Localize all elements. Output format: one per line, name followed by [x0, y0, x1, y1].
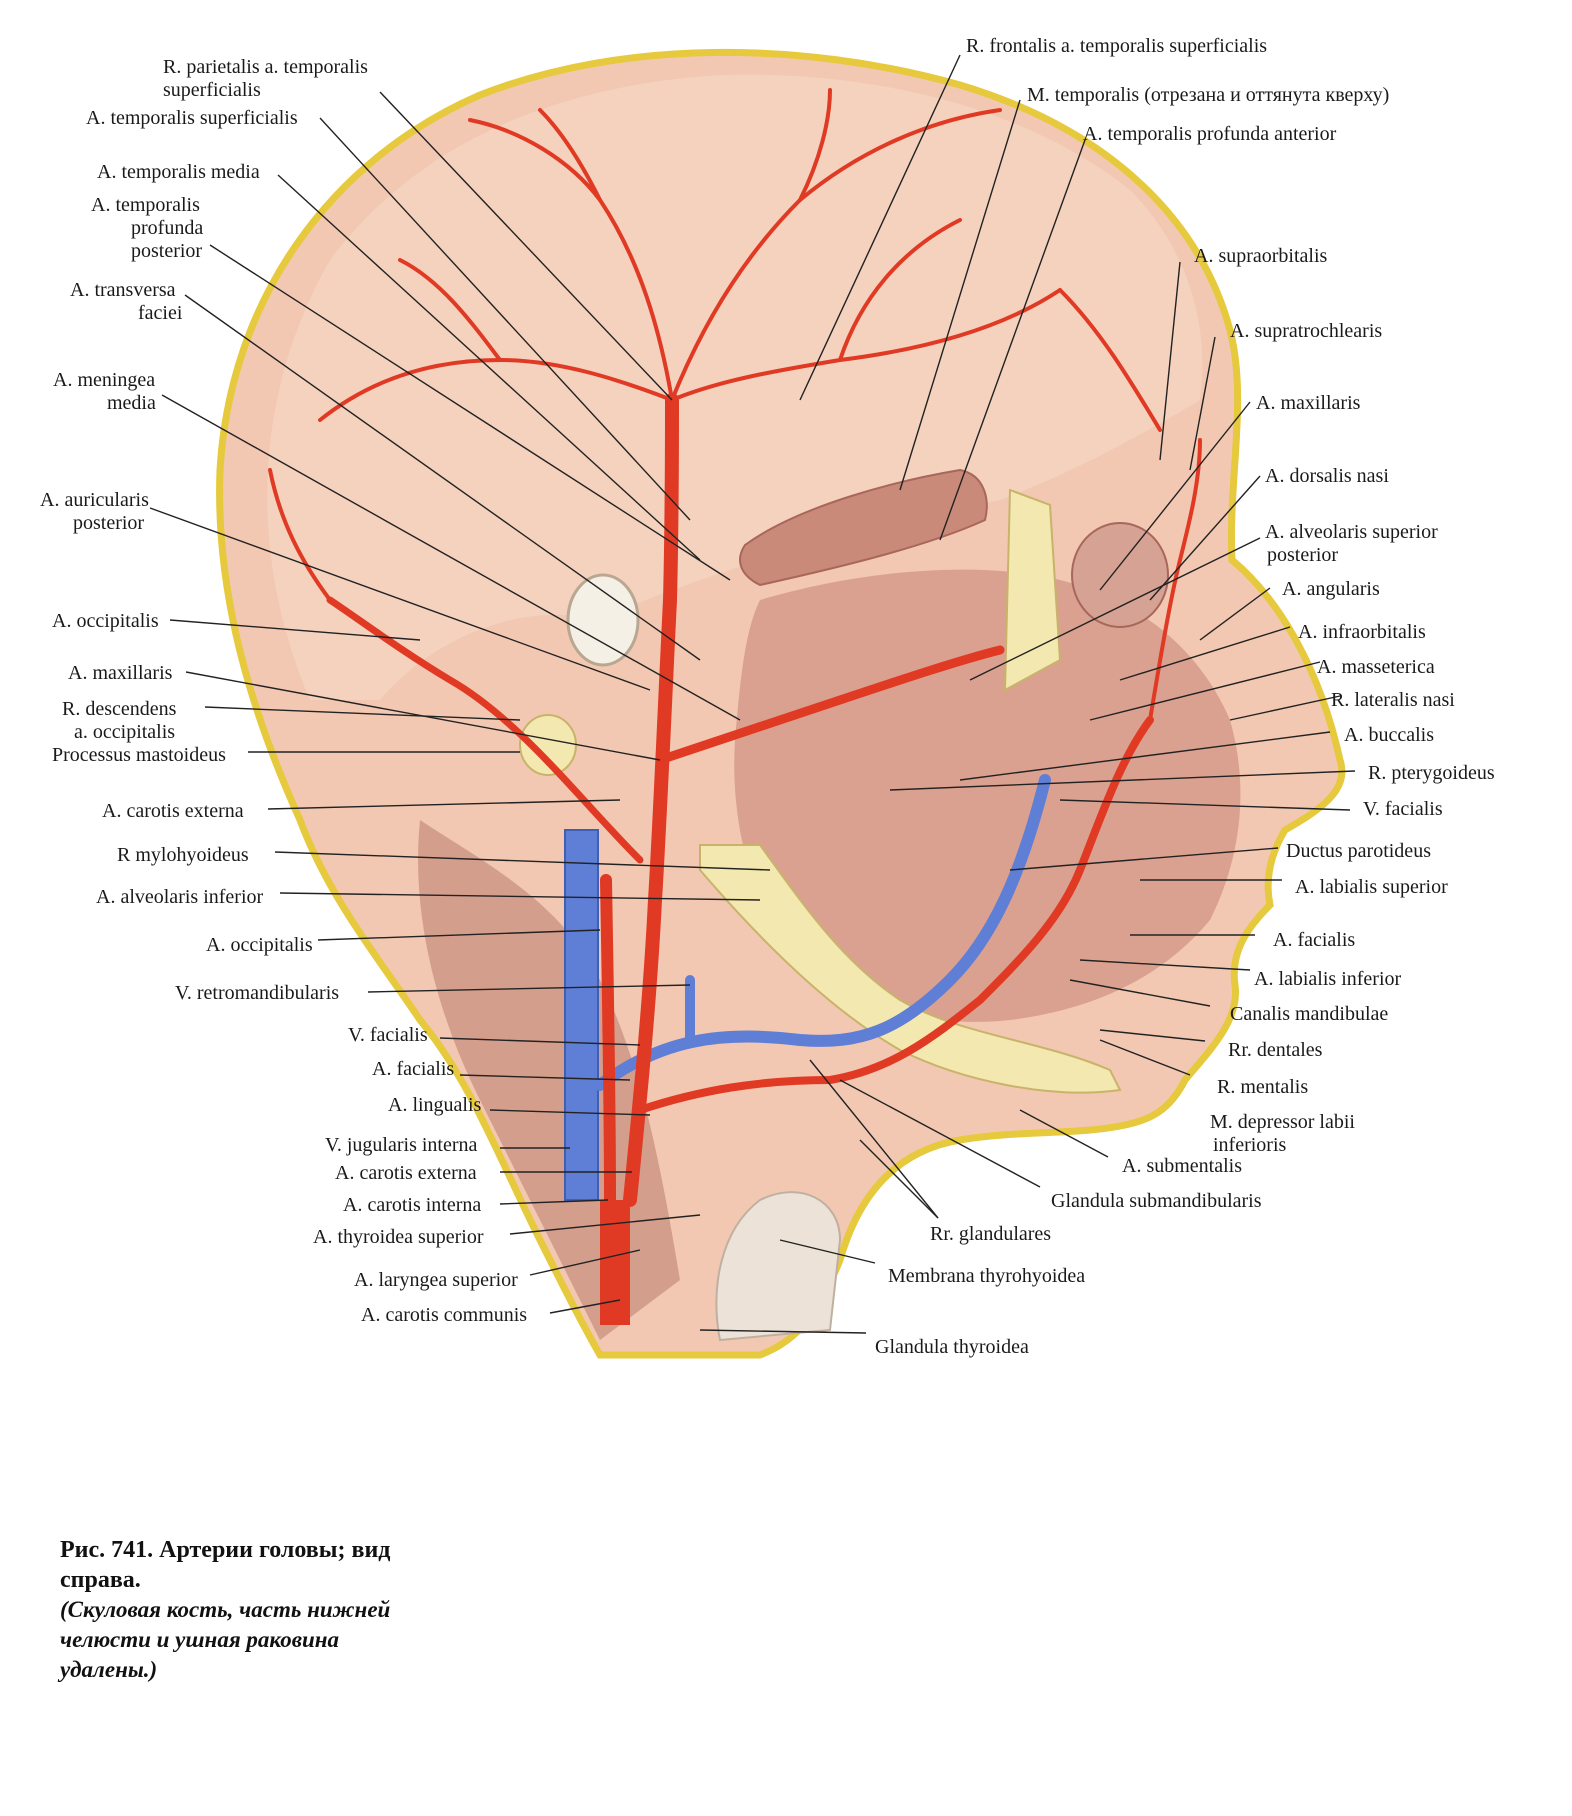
label-a-alveolaris-superior-posterior-line2: posterior	[1267, 544, 1338, 566]
label-r-parietalis: R. parietalis a. temporalis	[163, 56, 368, 78]
label-a-buccalis: A. buccalis	[1344, 724, 1434, 746]
label-a-carotis-externa-upper: A. carotis externa	[102, 800, 244, 822]
caption-note-line3: удалены.)	[60, 1657, 158, 1682]
arteria-carotis-externa	[623, 393, 679, 1207]
label-r-parietalis-line2: superficialis	[163, 79, 261, 101]
scalp-region	[267, 74, 1203, 701]
larynx	[715, 1191, 842, 1342]
label-a-carotis-interna: A. carotis interna	[343, 1194, 481, 1216]
label-m-depressor-labii-line2: inferioris	[1213, 1134, 1287, 1156]
label-r-pterygoideus: R. pterygoideus	[1368, 762, 1495, 784]
label-a-infraorbitalis: A. infraorbitalis	[1298, 621, 1426, 643]
eye-orbit	[1071, 522, 1169, 628]
label-glandula-submandibularis: Glandula submandibularis	[1051, 1190, 1262, 1212]
label-rr-dentales: Rr. dentales	[1228, 1039, 1323, 1061]
label-a-laryngea-superior: A. laryngea superior	[354, 1269, 518, 1291]
ear-canal	[566, 573, 640, 667]
label-a-angularis: A. angularis	[1282, 578, 1380, 600]
label-a-dorsalis-nasi: A. dorsalis nasi	[1265, 465, 1389, 487]
label-a-supraorbitalis: A. supraorbitalis	[1194, 245, 1328, 267]
label-a-temporalis-profunda-anterior: A. temporalis profunda anterior	[1083, 123, 1337, 145]
caption-title-line1: Рис. 741. Артерии головы; вид	[60, 1537, 391, 1563]
label-a-lingualis: A. lingualis	[388, 1094, 482, 1116]
labels-left: R. parietalis a. temporalis superficiali…	[40, 56, 527, 1326]
label-r-frontalis: R. frontalis a. temporalis superficialis	[966, 35, 1267, 57]
label-v-retromandibularis: V. retromandibularis	[175, 982, 339, 1004]
label-a-masseterica: A. masseterica	[1317, 656, 1435, 678]
label-a-transversa-faciei-line2: faciei	[138, 302, 183, 324]
arteria-maxillaris	[655, 645, 1005, 765]
arteria-occipitalis	[326, 596, 644, 864]
label-a-carotis-communis: A. carotis communis	[361, 1304, 527, 1326]
label-a-meningea-media-line2: media	[107, 392, 156, 414]
label-v-facialis-right: V. facialis	[1363, 798, 1443, 820]
label-a-temporalis-media: A. temporalis media	[97, 161, 260, 183]
label-glandula-thyroidea: Glandula thyroidea	[875, 1336, 1029, 1358]
label-v-facialis-left: V. facialis	[348, 1024, 428, 1046]
label-canalis-mandibulae: Canalis mandibulae	[1230, 1003, 1388, 1025]
label-ductus-parotideus: Ductus parotideus	[1286, 840, 1431, 862]
label-a-temporalis-profunda-posterior-line2: profunda	[131, 217, 203, 239]
label-a-labialis-superior: A. labialis superior	[1295, 876, 1448, 898]
label-a-alveolaris-inferior: A. alveolaris inferior	[96, 886, 263, 908]
label-v-jugularis-interna: V. jugularis interna	[325, 1134, 478, 1156]
label-a-labialis-inferior: A. labialis inferior	[1254, 968, 1402, 990]
label-a-facialis-right: A. facialis	[1273, 929, 1355, 951]
mandible-cut	[699, 844, 1122, 1094]
label-r-lateralis-nasi: R. lateralis nasi	[1331, 689, 1455, 711]
label-a-auricularis-posterior: A. auricularis	[40, 489, 149, 511]
label-r-mentalis: R. mentalis	[1217, 1076, 1308, 1098]
leader-lines	[149, 54, 1356, 1334]
caption-note-line1: (Скуловая кость, часть нижней	[60, 1597, 391, 1622]
caption-title-line2: справа.	[60, 1567, 141, 1593]
caption-note-line2: челюсти и ушная раковина	[60, 1627, 340, 1652]
label-a-submentalis: A. submentalis	[1122, 1155, 1242, 1177]
label-a-auricularis-posterior-line2: posterior	[73, 512, 144, 534]
face-muscles	[734, 569, 1241, 1022]
label-a-thyroidea-superior: A. thyroidea superior	[313, 1226, 484, 1248]
label-a-temporalis-superficialis: A. temporalis superficialis	[86, 107, 298, 129]
vena-jugularis-interna	[564, 829, 599, 1201]
label-a-temporalis-profunda-posterior: A. temporalis	[91, 194, 200, 216]
label-a-supratrochlearis: A. supratrochlearis	[1230, 320, 1382, 342]
figure-caption: Рис. 741. Артерии головы; вид справа. (С…	[60, 1535, 520, 1685]
label-a-alveolaris-superior-posterior: A. alveolaris superior	[1265, 521, 1438, 543]
arteria-carotis-communis	[600, 1200, 630, 1325]
label-r-descendens-line2: a. occipitalis	[74, 721, 175, 743]
label-m-temporalis: M. temporalis (отрезана и оттянута кверх…	[1027, 84, 1389, 106]
label-processus-mastoideus: Processus mastoideus	[52, 744, 226, 766]
label-a-facialis-left: A. facialis	[372, 1058, 454, 1080]
labels-right: R. frontalis a. temporalis superficialis…	[875, 35, 1495, 1358]
label-a-meningea-media: A. meningea	[53, 369, 155, 391]
label-a-transversa-faciei: A. transversa	[70, 279, 176, 301]
label-m-depressor-labii: M. depressor labii	[1210, 1111, 1355, 1133]
arteria-facialis	[636, 716, 1154, 1114]
label-rr-glandulares: Rr. glandulares	[930, 1223, 1051, 1245]
temporalis-muscle-flap	[739, 468, 988, 587]
label-a-maxillaris-left: A. maxillaris	[68, 662, 173, 684]
label-a-maxillaris-right: A. maxillaris	[1256, 392, 1361, 414]
zygomatic-bone-cut	[1003, 488, 1062, 692]
label-r-descendens: R. descendens	[62, 698, 177, 720]
label-a-temporalis-profunda-posterior-line3: posterior	[131, 240, 202, 262]
arteria-carotis-interna	[600, 874, 616, 1206]
label-a-occipitalis-upper: A. occipitalis	[52, 610, 159, 632]
label-a-carotis-externa-lower: A. carotis externa	[335, 1162, 477, 1184]
label-r-mylohyoideus: R mylohyoideus	[117, 844, 249, 866]
label-membrana-thyrohyoidea: Membrana thyrohyoidea	[888, 1265, 1085, 1287]
label-a-occipitalis-lower: A. occipitalis	[206, 934, 313, 956]
